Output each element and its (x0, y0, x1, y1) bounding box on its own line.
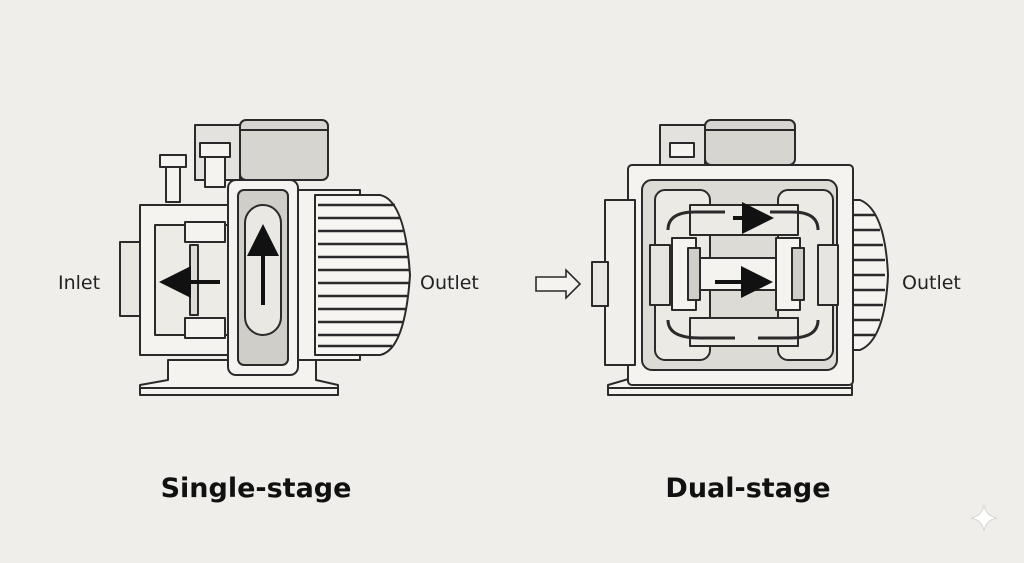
dual-stage-impellers (649, 237, 839, 311)
single-stage-flow-arrows (159, 224, 279, 305)
single-stage-valves (159, 142, 231, 203)
dual-stage-flow-arrows (715, 202, 774, 298)
single-stage-outlet-label: Outlet (420, 272, 479, 294)
sparkle-icon (970, 504, 998, 532)
dual-stage-pump (591, 119, 889, 396)
dual-stage-inlet-arrow (535, 268, 582, 300)
single-stage-motor (294, 189, 411, 361)
single-stage-title: Single-stage (160, 473, 352, 504)
dual-stage-title: Dual-stage (665, 473, 831, 504)
dual-stage-motor-top-box (659, 119, 796, 166)
dual-stage-motor (844, 199, 889, 351)
dual-stage-outlet-label: Outlet (902, 272, 961, 294)
single-stage-inlet-label: Inlet (58, 272, 101, 294)
single-stage-pump (119, 119, 411, 396)
